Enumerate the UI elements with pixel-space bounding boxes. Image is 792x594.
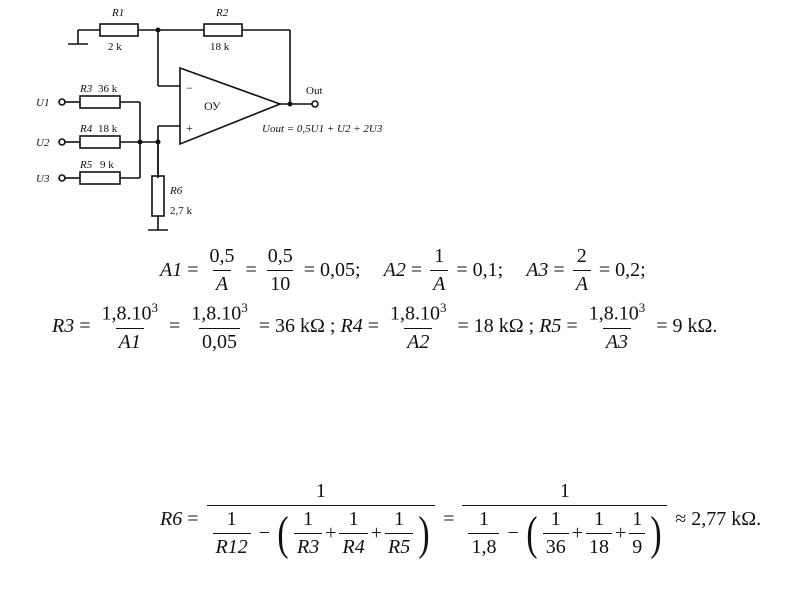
label-r3: R3	[79, 83, 93, 95]
r4-result: = 18 kΩ ;	[457, 315, 535, 338]
resistor-r2	[203, 23, 243, 37]
label-r6: R6	[169, 185, 183, 197]
label-plus: +	[186, 121, 193, 135]
label-u3: U3	[36, 173, 50, 185]
a3-result: = 0,2;	[598, 259, 646, 281]
label-opamp: ОУ	[204, 99, 221, 113]
resistor-r3	[79, 95, 121, 109]
resistor-r1	[99, 23, 139, 37]
r6-result: ≈ 2,77 kΩ.	[675, 508, 762, 530]
label-r1-value: 2 k	[108, 41, 122, 53]
r3-symbol: R3	[52, 315, 75, 338]
r5-result: = 9 kΩ.	[656, 315, 718, 338]
r6-symbol: R6	[160, 508, 183, 530]
a3-symbol: A3	[526, 259, 549, 281]
eq-sign: =	[187, 259, 199, 281]
resistor-r5	[79, 171, 121, 185]
label-r1: R1	[111, 7, 124, 19]
label-r2-value: 18 k	[210, 41, 230, 53]
a2-result: = 0,1;	[456, 259, 504, 281]
a1-result: = 0,05;	[303, 259, 361, 281]
label-r5-value: 9 k	[100, 159, 114, 171]
op-amp-circuit: R1 2 k R2 18 k R3 36 k R4 18 k R5 9 k R6…	[36, 7, 383, 231]
a2-symbol: A2	[383, 259, 406, 281]
label-r4: R4	[79, 123, 93, 135]
label-r2: R2	[215, 7, 229, 19]
label-r6-value: 2,7 k	[170, 205, 193, 217]
op-amp-triangle	[179, 66, 283, 146]
label-u2: U2	[36, 137, 50, 149]
resistor-r6	[151, 175, 165, 217]
label-minus: −	[186, 81, 193, 95]
r4-symbol: R4	[340, 315, 363, 338]
label-r4-value: 18 k	[98, 123, 118, 135]
label-uout-formula: Uout = 0,5U1 + U2 + 2U3	[262, 123, 383, 135]
r5-symbol: R5	[539, 315, 562, 338]
resistor-r4	[79, 135, 121, 149]
label-r3-value: 36 k	[98, 83, 118, 95]
label-out: Out	[306, 85, 323, 97]
a1-symbol: A1	[160, 259, 183, 281]
label-r5: R5	[79, 159, 93, 171]
r3-result: = 36 kΩ ;	[258, 315, 336, 338]
label-u1: U1	[36, 97, 49, 109]
